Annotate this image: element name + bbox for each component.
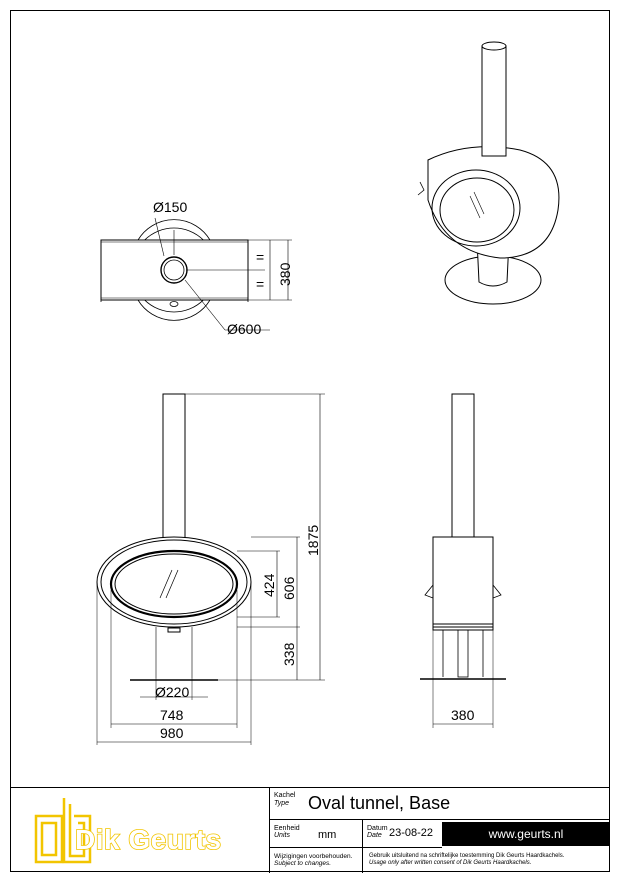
units-cell: Eenheid Units mm (270, 820, 363, 848)
iso-chimney (481, 45, 507, 157)
technical-drawing: Ø150 Ø600 = = 380 1875 606 424 338 Ø220 … (96, 41, 560, 745)
dg-logo-mark-icon (34, 798, 92, 864)
type-value: Oval tunnel, Base (308, 793, 451, 813)
dim-chimney-diameter: Ø150 (153, 199, 187, 215)
note-nl: Wijzigingen voorbehouden. (274, 853, 353, 860)
iso-glass-front (431, 169, 521, 247)
date-value: 23-08-22 (389, 827, 434, 839)
type-label-nl: Kachel (274, 792, 296, 799)
side-view (420, 393, 506, 728)
units-value: mm (318, 829, 337, 841)
note-en: Subject to changes. (274, 860, 332, 867)
units-label-en: Units (274, 832, 290, 839)
side-body (432, 536, 494, 628)
usage-nl: Gebruik uitsluitend na schriftelijke toe… (369, 853, 565, 859)
type-cell: Kachel Type Oval tunnel, Base (270, 788, 610, 820)
date-label-nl: Datum (367, 825, 388, 832)
side-chimney (451, 393, 475, 538)
type-label-en: Type (274, 800, 290, 807)
brand-logo: Dik Geurts (10, 788, 270, 873)
dim-body-width: 980 (160, 725, 184, 741)
note-cell: Wijzigingen voorbehouden. Subject to cha… (270, 848, 363, 873)
front-view (96, 393, 325, 745)
dim-base-plate-diameter: Ø600 (227, 321, 261, 337)
front-chimney (162, 393, 186, 545)
dim-equal-mark-top: = (256, 249, 264, 265)
dim-side-depth: 380 (451, 707, 475, 723)
isometric-view (417, 41, 560, 305)
dim-total-height: 1875 (305, 525, 321, 556)
units-label-nl: Eenheid (274, 825, 300, 832)
dim-depth: 380 (277, 262, 293, 286)
top-view (100, 217, 292, 331)
website-link[interactable]: www.geurts.nl (442, 822, 610, 846)
front-glass-oval (109, 549, 239, 619)
brand-name: Dik Geurts (74, 823, 222, 856)
dim-glass-width: 748 (160, 707, 184, 723)
dim-foot-diameter: Ø220 (155, 684, 189, 700)
title-block: Dik Geurts Kachel Type Oval tunnel, Base… (10, 787, 610, 873)
dim-body-height: 606 (281, 576, 297, 600)
dim-base-height: 338 (281, 642, 297, 666)
dim-equal-mark-bottom: = (256, 276, 264, 292)
usage-en: Usage only after written consent of Dik … (369, 860, 532, 866)
date-cell: Datum Date 23-08-22 (363, 820, 442, 848)
sheet-border (10, 10, 610, 872)
usage-cell: Gebruik uitsluitend na schriftelijke toe… (363, 848, 610, 873)
date-label-en: Date (367, 832, 382, 839)
dim-glass-height: 424 (261, 573, 277, 597)
